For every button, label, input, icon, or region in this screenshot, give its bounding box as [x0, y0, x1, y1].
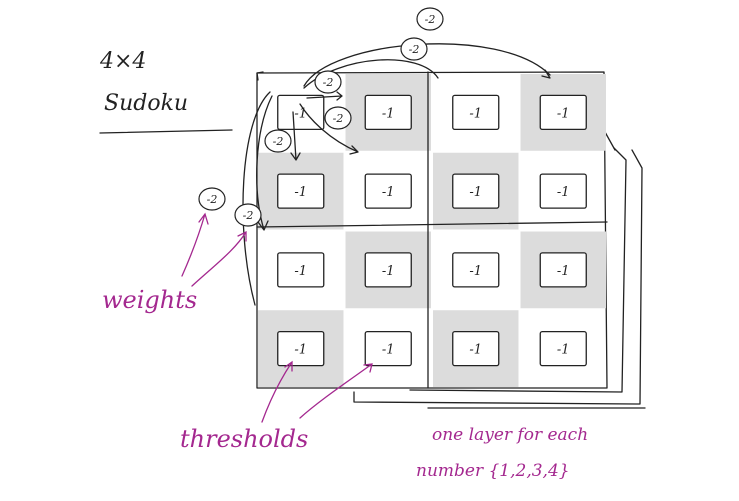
back-layer-3	[353, 149, 643, 405]
title-underline	[99, 129, 233, 134]
weight-arrow-right	[306, 91, 343, 101]
threshold-value: -1	[382, 185, 395, 200]
weight-circle	[416, 7, 444, 31]
weight-circle	[198, 187, 226, 211]
weights-arrow-1	[181, 212, 209, 277]
arrow-head-top-right	[541, 69, 551, 79]
threshold-cells: -1 -1 -1 -1 -1 -1 -1 -1 -1 -1 -1 -1 -1 -1 -1 -1	[277, 94, 587, 367]
weight-value: -2	[273, 135, 284, 148]
threshold-box	[364, 252, 412, 288]
threshold-value: -1	[469, 185, 482, 200]
weight-circle	[234, 203, 262, 227]
threshold-box	[452, 94, 500, 131]
layer-note-line1: one layer for each	[432, 425, 588, 445]
thresholds-arrow-2	[299, 363, 373, 419]
weight-value: -2	[323, 76, 334, 89]
weights-label: weights	[102, 286, 197, 314]
weight-arrow-diagonal	[299, 103, 359, 155]
thresholds-label: thresholds	[180, 425, 308, 453]
threshold-value: -1	[382, 106, 395, 121]
back-layer-1	[427, 131, 646, 409]
threshold-box	[452, 330, 500, 367]
threshold-value: -1	[557, 264, 570, 279]
title-line1: 4×4	[99, 49, 146, 74]
threshold-value: -1	[294, 185, 307, 200]
weight-circle	[314, 70, 342, 94]
weight-value: -2	[207, 193, 218, 206]
weight-value: -2	[425, 13, 436, 26]
back-layers	[353, 131, 646, 409]
weight-circle	[400, 37, 428, 61]
threshold-value: -1	[557, 343, 570, 358]
threshold-box	[539, 330, 587, 367]
arc-join	[256, 71, 264, 81]
threshold-box	[277, 252, 325, 288]
threshold-box	[539, 94, 587, 131]
weight-connections: -2 -2 -2 -2 -2 -2 -2	[198, 7, 551, 306]
threshold-box	[277, 94, 325, 131]
threshold-value: -1	[294, 264, 307, 279]
threshold-box	[452, 173, 500, 209]
threshold-box	[277, 173, 325, 209]
main-layer-grid: -1 -1 -1 -1 -1 -1 -1 -1 -1 -1 -1 -1 -1 -1 -1 -1	[256, 71, 608, 389]
weights-arrow-2	[191, 230, 247, 287]
threshold-value: -1	[469, 264, 482, 279]
threshold-value: -1	[382, 264, 395, 279]
weight-value: -2	[333, 112, 344, 125]
threshold-value: -1	[469, 106, 482, 121]
threshold-value: -1	[557, 106, 570, 121]
threshold-box	[364, 173, 412, 209]
threshold-value: -1	[294, 343, 307, 358]
threshold-value: -1	[382, 343, 395, 358]
threshold-value: -1	[557, 185, 570, 200]
weight-value: -2	[243, 209, 254, 222]
grid-frame	[256, 71, 608, 389]
weight-arc-left-long	[242, 91, 271, 306]
threshold-box	[452, 252, 500, 288]
threshold-box	[364, 330, 412, 367]
thresholds-arrow-1	[261, 360, 293, 423]
threshold-box	[539, 173, 587, 209]
layer-note-line2: number {1,2,3,4}	[416, 461, 570, 481]
annotations: weights thresholds one layer for each nu…	[102, 212, 588, 481]
weight-circles: -2 -2 -2 -2 -2 -2 -2	[198, 7, 444, 227]
threshold-value: -1	[469, 343, 482, 358]
weight-circle	[264, 129, 292, 153]
weight-value: -2	[409, 43, 420, 56]
weight-circle	[324, 106, 352, 130]
threshold-box	[539, 252, 587, 288]
title-line2: Sudoku	[104, 91, 188, 116]
back-layer-2	[409, 147, 627, 393]
threshold-value: -1	[294, 106, 307, 121]
threshold-box	[277, 330, 325, 367]
threshold-box	[364, 94, 412, 131]
grid-divider-horizontal	[256, 221, 608, 228]
weight-arrow-down	[290, 111, 301, 161]
